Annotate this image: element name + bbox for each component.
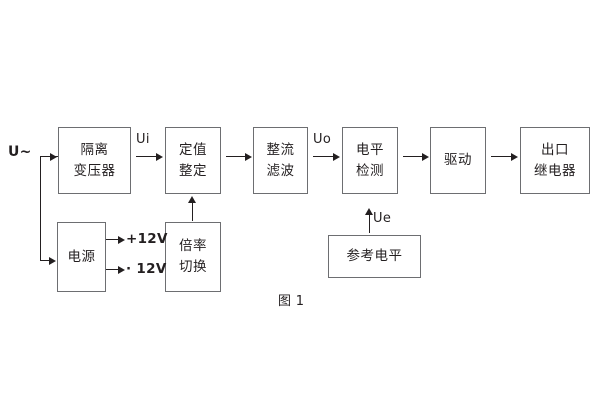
line-rail-positive: [106, 239, 120, 241]
arrow-rail-positive-icon: [118, 236, 125, 244]
block-power-supply[interactable]: 电源: [57, 222, 106, 292]
block-line: 整定: [179, 162, 207, 179]
branch-to-transformer-line: [40, 156, 52, 158]
arrow-multiplier-to-setting-icon: [188, 196, 196, 203]
line-setting-to-rectify: [226, 156, 247, 158]
block-line: 参考电平: [346, 248, 403, 265]
block-line: 驱动: [444, 152, 472, 169]
arrow-rail-negative-icon: [118, 266, 125, 274]
block-line: 继电器: [534, 162, 576, 179]
block-rectify-filter[interactable]: 整流 滤波: [253, 127, 308, 194]
arrow-to-power-icon: [49, 257, 56, 265]
block-line: 变压器: [73, 162, 116, 179]
line-reference-to-level: [369, 214, 371, 233]
block-line: 倍率: [179, 238, 207, 255]
ui-signal-label: Ui: [136, 132, 150, 147]
arrow-rectify-to-level-icon: [333, 153, 340, 161]
block-line: 切换: [179, 259, 207, 275]
block-line: 电源: [67, 248, 96, 265]
arrow-to-transformer-icon: [50, 153, 57, 161]
block-line: 电平: [356, 141, 384, 158]
block-output-relay[interactable]: 出口 继电器: [520, 127, 590, 194]
ue-signal-label: Ue: [373, 211, 392, 226]
block-multiplier-switch[interactable]: 倍率 切换: [165, 222, 221, 292]
block-setting-value[interactable]: 定值 整定: [165, 127, 221, 194]
line-rectify-to-level: [313, 156, 335, 158]
line-transformer-to-setting: [136, 156, 158, 158]
block-line: 滤波: [266, 162, 295, 179]
branch-to-power-line: [40, 260, 51, 262]
source-voltage-label: U~: [8, 144, 32, 160]
block-line: 检测: [356, 162, 384, 179]
block-line: 整流: [266, 141, 295, 158]
line-multiplier-to-setting: [192, 203, 194, 221]
figure-caption: 图 1: [278, 294, 305, 309]
source-bus-line: [40, 156, 42, 261]
arrow-drive-to-output-icon: [511, 153, 518, 161]
arrow-transformer-to-setting-icon: [156, 153, 163, 161]
block-level-detection[interactable]: 电平 检测: [342, 127, 398, 194]
line-rail-negative: [106, 269, 120, 271]
block-drive[interactable]: 驱动: [430, 127, 486, 194]
block-line: 出口: [541, 141, 569, 158]
uo-signal-label: Uo: [313, 132, 332, 147]
arrow-reference-to-level-icon: [365, 208, 373, 215]
line-level-to-drive: [403, 156, 424, 158]
arrow-setting-to-rectify-icon: [245, 153, 252, 161]
line-drive-to-output: [491, 156, 513, 158]
block-isolation-transformer[interactable]: 隔离 变压器: [58, 127, 131, 194]
arrow-level-to-drive-icon: [422, 153, 429, 161]
block-line: 隔离: [80, 141, 109, 158]
rail-positive-label: +12V: [126, 231, 168, 247]
block-line: 定值: [179, 141, 207, 158]
block-reference-level[interactable]: 参考电平: [328, 235, 421, 278]
rail-negative-label: · 12V: [126, 261, 167, 277]
